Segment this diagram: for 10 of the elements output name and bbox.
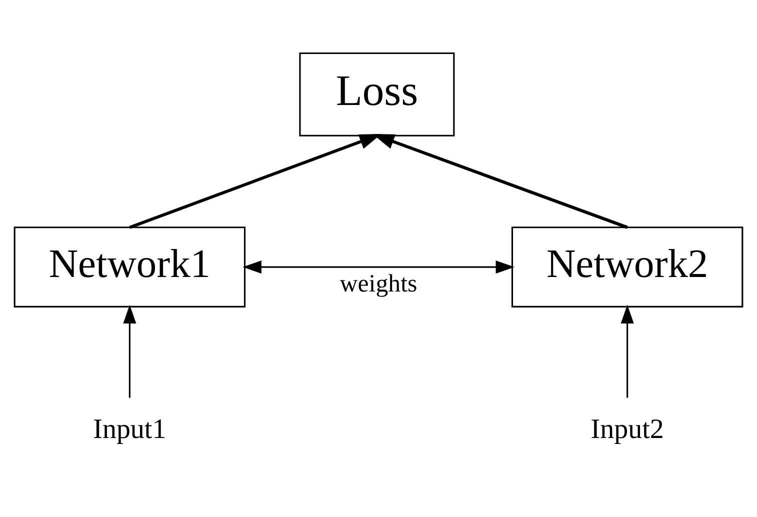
node-text: Input2 (590, 414, 664, 445)
node-text: Input1 (93, 414, 166, 445)
node-box: Loss (299, 52, 455, 136)
node-box: Network1 (14, 226, 246, 308)
arrow (372, 134, 628, 229)
arrow (242, 260, 514, 274)
arrow (123, 304, 136, 398)
edge-label: weights (340, 270, 418, 298)
arrow (620, 304, 634, 398)
node-box: Network2 (511, 226, 744, 308)
